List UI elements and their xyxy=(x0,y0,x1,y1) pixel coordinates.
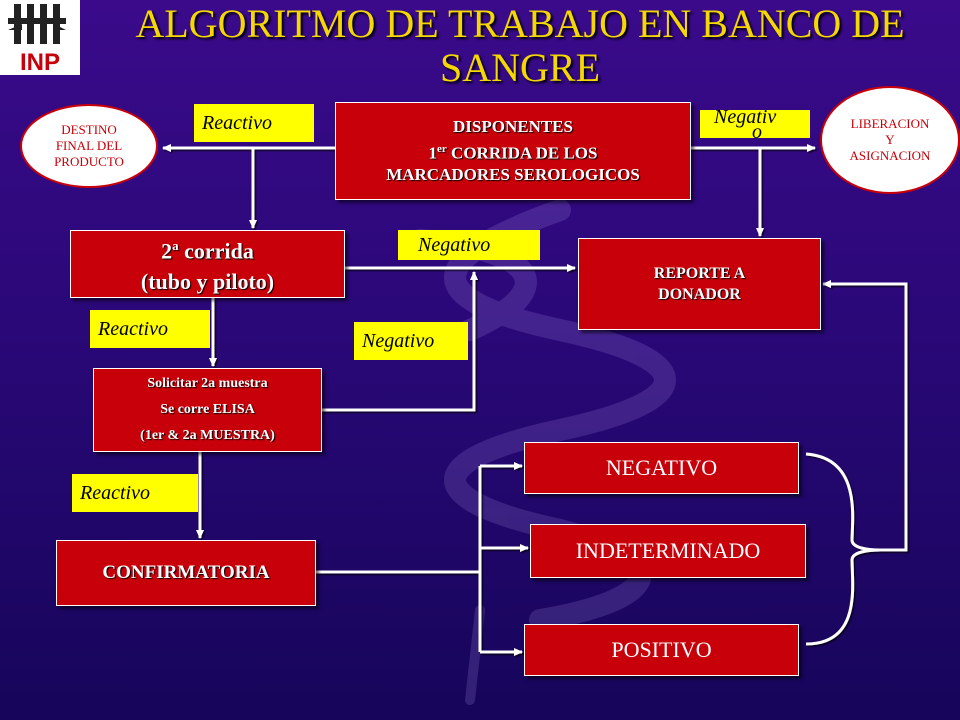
label-negativo-2: Negativo xyxy=(398,230,540,260)
node-liberacion-asignacion: LIBERACION Y ASIGNACION xyxy=(820,86,960,194)
node-confirmatoria: CONFIRMATORIA xyxy=(56,540,316,606)
node-solicitar-2a-muestra: Solicitar 2a muestra Se corre ELISA (1er… xyxy=(93,368,322,452)
node-segunda-corrida: 2a corrida (tubo y piloto) xyxy=(70,230,345,298)
label-negativo-3: Negativo xyxy=(354,322,468,360)
segunda-corrida-line1: 2a corrida xyxy=(161,238,254,264)
label-reactivo-2: Reactivo xyxy=(90,310,210,348)
result-indeterminado: INDETERMINADO xyxy=(530,524,806,578)
label-negativo-1: Negativ o xyxy=(700,107,810,142)
segunda-corrida-line2: (tubo y piloto) xyxy=(140,268,275,294)
label-reactivo-3: Reactivo xyxy=(72,474,198,512)
node-destino-final: DESTINO FINAL DEL PRODUCTO xyxy=(20,104,158,188)
disponentes-line1: DISPONENTES xyxy=(453,116,573,136)
result-positivo: POSITIVO xyxy=(524,624,799,676)
node-reporte-donador: REPORTE A DONADOR xyxy=(578,238,821,330)
disponentes-line2: 1er CORRIDA DE LOS xyxy=(428,142,598,163)
inp-logo: INP xyxy=(0,0,80,76)
node-disponentes: DISPONENTES 1er CORRIDA DE LOS MARCADORE… xyxy=(335,102,691,200)
page-title: ALGORITMO DE TRABAJO EN BANCO DE SANGRE xyxy=(135,1,905,90)
results-brace xyxy=(805,452,881,646)
arrow-brace-to-reporte xyxy=(822,280,908,552)
inp-logo-mark: INP xyxy=(8,4,66,76)
result-negativo: NEGATIVO xyxy=(524,442,799,494)
disponentes-line3: MARCADORES SEROLOGICOS xyxy=(386,165,640,185)
label-reactivo-1: Reactivo xyxy=(194,104,314,142)
arrow-solicitar-negativo xyxy=(322,271,478,412)
logo-text: INP xyxy=(20,49,60,75)
